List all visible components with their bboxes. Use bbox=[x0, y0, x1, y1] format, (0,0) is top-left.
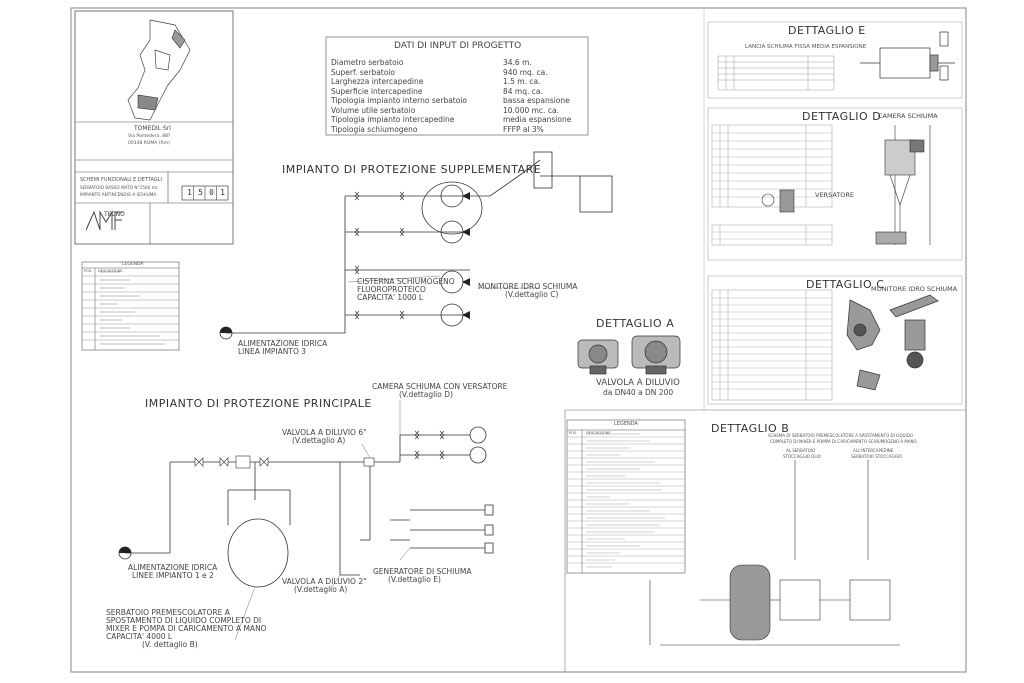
firm-name: TECNO bbox=[104, 211, 125, 218]
camera-label-2: (V.dettaglio D) bbox=[399, 390, 453, 399]
detail-c-side-label: MONITORE IDRO SCHIUMA bbox=[871, 285, 958, 293]
drawing-title-3: IMPIANTO ANTINCENDIO A SCHIUMA bbox=[80, 192, 157, 197]
company-name: TOMEDIL Srl bbox=[134, 125, 171, 132]
detail-a-caption-2: da DN40 a DN 200 bbox=[603, 388, 674, 397]
detail-b-col2-a: ALL'INTERCAPEDINE bbox=[853, 448, 894, 453]
detail-d-table bbox=[711, 124, 833, 246]
supply-3-label-2: LINEA IMPIANTO 3 bbox=[238, 347, 307, 356]
monitor-label-2: (V.dettaglio C) bbox=[505, 290, 559, 299]
detail-e-subtitle: LANCIA SCHIUMA FISSA MEDIA ESPANSIONE bbox=[745, 44, 867, 50]
detail-c-title: DETTAGLIO C bbox=[806, 278, 885, 291]
firm-logo bbox=[85, 210, 124, 231]
detail-b-subtitle-1: SCHEMA DI SERBATOIO PREMESCOLATORE A SPO… bbox=[768, 433, 913, 438]
monitor-label-1: MONITORE IDRO SCHIUMA bbox=[478, 282, 578, 291]
left-legend-col-pos: POS. bbox=[84, 269, 93, 273]
sheet-code-cells: 1 5 0 1 bbox=[184, 189, 228, 197]
detail-b-col1-a: AL SERBATOIO bbox=[786, 448, 816, 453]
detail-b-col2-b: SERBATOIO STOCCAGGIO bbox=[851, 454, 903, 459]
sheet-code-digit: 5 bbox=[198, 188, 203, 197]
drawing-title-1: SCHEMI FUNZIONALI E DETTAGLI bbox=[80, 177, 162, 183]
detail-b-schematic bbox=[649, 460, 900, 646]
detail-d-title: DETTAGLIO D bbox=[802, 110, 882, 123]
detail-b-col1-b: STOCCAGGIO OLIO bbox=[783, 454, 821, 459]
detail-e-lance-drawing bbox=[860, 31, 955, 81]
left-legend-title: LEGENDA bbox=[122, 262, 144, 267]
detail-e-title: DETTAGLIO E bbox=[788, 24, 866, 37]
supplementary-monitors bbox=[220, 192, 470, 333]
drawing-title-2: SERBATOIO BASSO MATO N°1500 mc bbox=[80, 185, 158, 190]
supplementary-piping bbox=[219, 151, 613, 340]
detail-b-title: DETTAGLIO B bbox=[711, 422, 790, 435]
company-address-1: Via Pontedera, 88? bbox=[128, 134, 171, 139]
detail-d-camera-drawing bbox=[761, 125, 931, 245]
center-legend-title: LEGENDA bbox=[614, 421, 638, 427]
tank-label-2: FLUOROPROTEICO bbox=[357, 285, 426, 294]
generator-label-2: (V.dettaglio E) bbox=[388, 575, 441, 584]
detail-d-side-label: CAMERA SCHIUMA bbox=[878, 112, 938, 120]
site-plan-sketch bbox=[127, 19, 191, 121]
center-legend-col-pos: POS. bbox=[569, 431, 578, 435]
supply-12-label-1: ALIMENTAZIONE IDRICA bbox=[128, 563, 218, 572]
supply-12-label-2: LINEE IMPIANTO 1 e 2 bbox=[132, 571, 214, 580]
premix-tank-label: SERBATOIO PREMESCOLATORE A SPOSTAMENTO D… bbox=[106, 608, 267, 649]
valve-6-label-2: (V.dettaglio A) bbox=[292, 436, 346, 445]
detail-a-caption-1: VALVOLA A DILUVIO bbox=[596, 378, 680, 388]
supply-3-label-1: ALIMENTAZIONE IDRICA bbox=[238, 339, 328, 348]
sheet-code-digit: 0 bbox=[209, 188, 214, 197]
company-address-2: 00148 ROMA (Rm) bbox=[128, 141, 170, 146]
valve-2-label-1: VALVOLA A DILUVIO 2" bbox=[282, 577, 367, 586]
detail-b-subtitle-2: COMPLETO DI MIXER E POMPA DI CARICAMENTO… bbox=[770, 439, 917, 444]
supplementary-title: IMPIANTO DI PROTEZIONE SUPPLEMENTARE bbox=[282, 163, 542, 176]
detail-a-title: DETTAGLIO A bbox=[596, 317, 675, 330]
tank-label-1: CISTERNA SCHIUMOGENO bbox=[357, 277, 455, 286]
main-piping bbox=[118, 426, 494, 588]
detail-c-table bbox=[711, 289, 833, 401]
detail-c-monitor-drawings bbox=[846, 294, 939, 391]
sheet-code-digit: 1 bbox=[187, 188, 192, 197]
detail-d-versatore-label: VERSATORE bbox=[815, 191, 854, 199]
detail-e-table bbox=[717, 55, 835, 91]
input-data-title: DATI DI INPUT DI PROGETTO bbox=[394, 41, 522, 51]
center-legend-col-desc: DESCRIZIONE bbox=[586, 431, 611, 435]
valve-6-label-1: VALVOLA A DILUVIO 6" bbox=[282, 428, 367, 437]
valve-2-label-2: (V.dettaglio A) bbox=[294, 585, 348, 594]
tank-label-3: CAPACITA' 1000 L bbox=[357, 293, 424, 302]
camera-label-1: CAMERA SCHIUMA CON VERSATORE bbox=[372, 382, 508, 391]
left-legend-col-desc: DESCRIZIONE bbox=[98, 269, 123, 273]
sheet-code-digit: 1 bbox=[220, 188, 225, 197]
main-system-title: IMPIANTO DI PROTEZIONE PRINCIPALE bbox=[145, 397, 372, 410]
generator-label-1: GENERATORE DI SCHIUMA bbox=[373, 567, 472, 576]
detail-a-valve-sketches bbox=[577, 335, 681, 375]
